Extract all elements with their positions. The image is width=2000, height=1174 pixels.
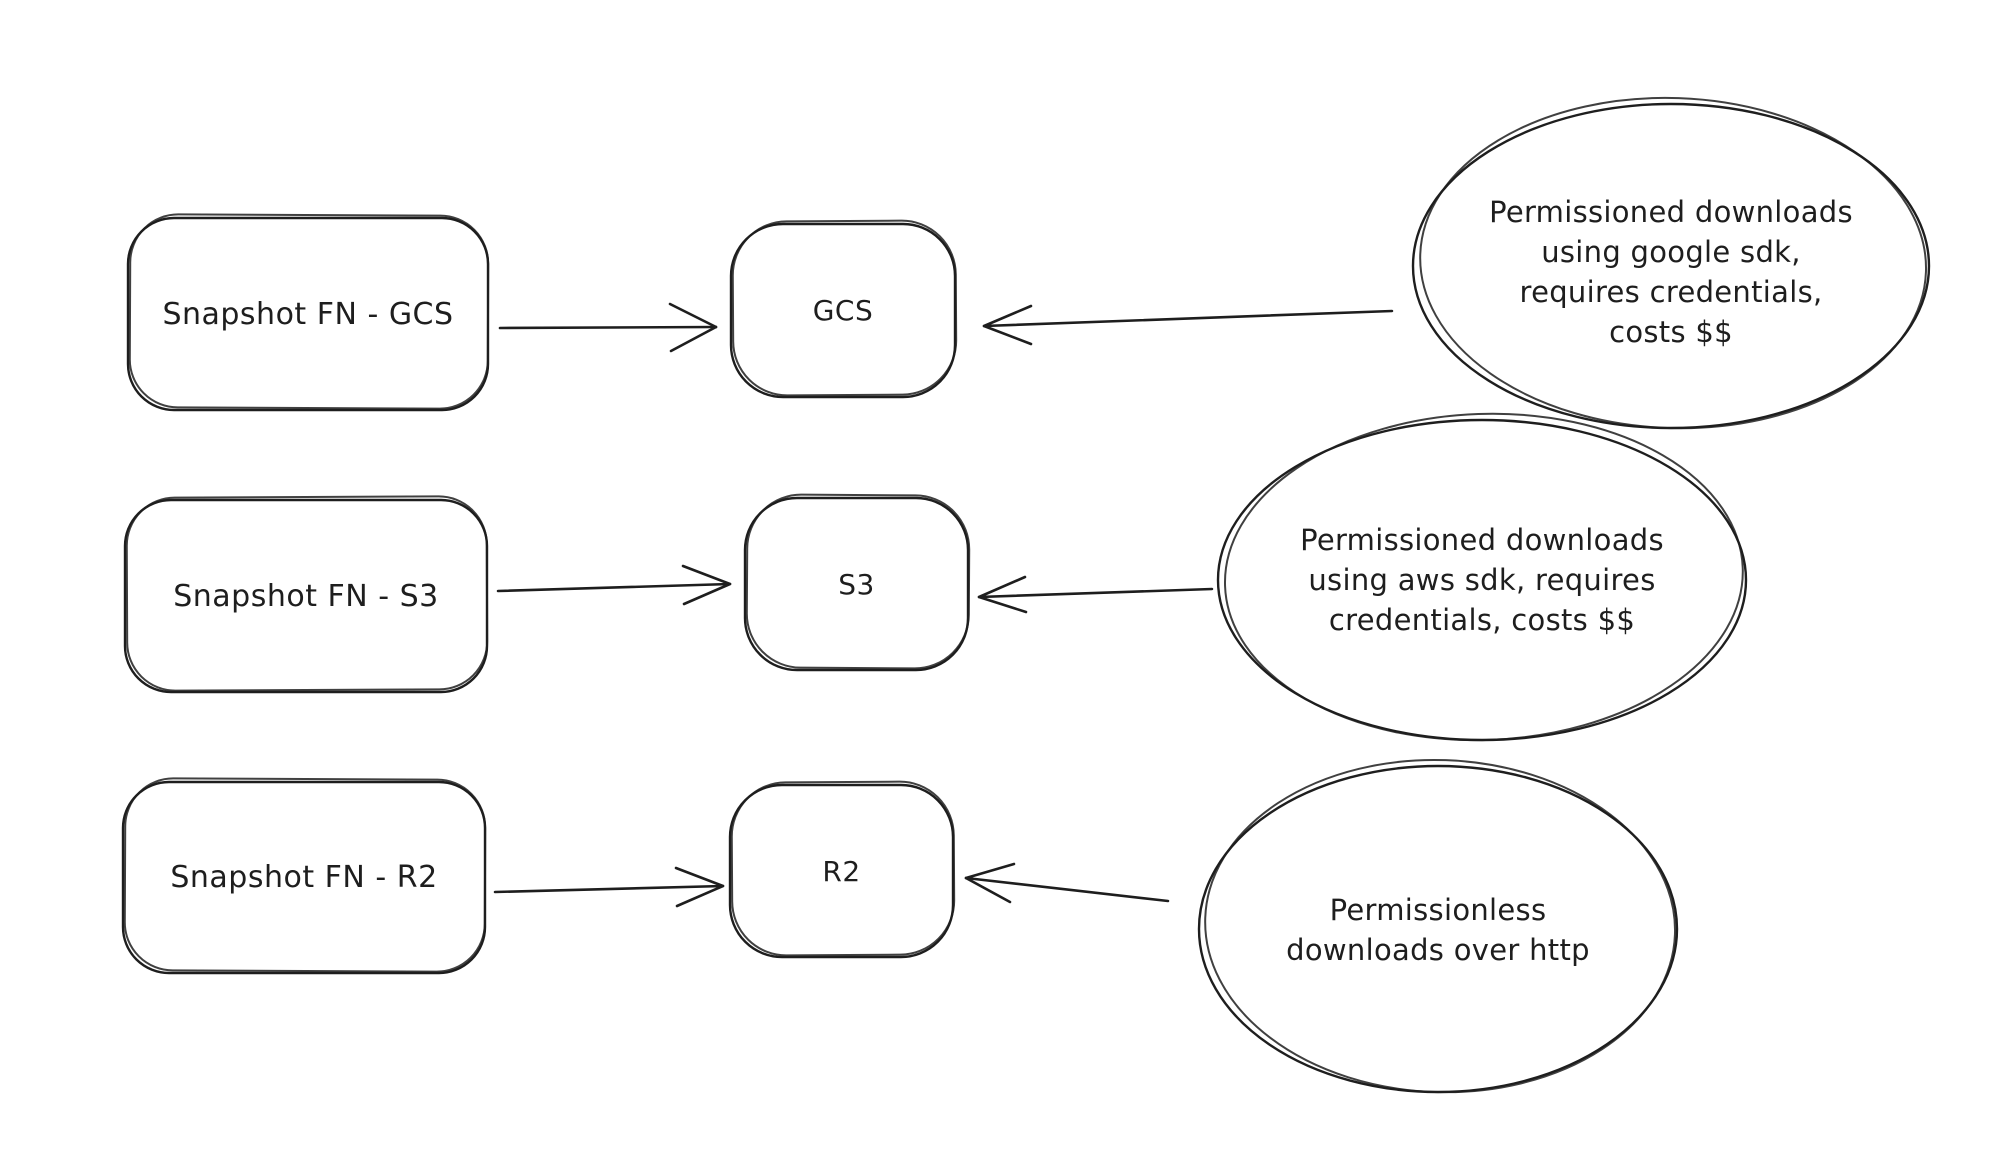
- snapshot-fn-r2-label: Snapshot FN - R2: [170, 860, 438, 895]
- gcs-label: GCS: [812, 294, 874, 327]
- s3-note: Permissioned downloads using aws sdk, re…: [1262, 520, 1702, 640]
- r2-note: Permissionless downloads over http: [1228, 890, 1648, 970]
- arrow-snapshot-to-r2: [493, 866, 725, 908]
- gcs-box: [729, 219, 958, 399]
- s3-note-line: credentials, costs $$: [1328, 603, 1636, 637]
- r2-box: [728, 780, 956, 959]
- s3-label: S3: [838, 567, 875, 601]
- r2-label: R2: [822, 854, 861, 888]
- r2-ellipse: [1197, 758, 1679, 1094]
- s3-box: [743, 493, 971, 672]
- arrow-note-to-gcs: [982, 304, 1394, 346]
- r2-note-line: Permissionless: [1329, 893, 1547, 927]
- s3-ellipse: [1216, 412, 1748, 742]
- arrow-note-to-r2: [964, 862, 1170, 904]
- gcs-note-line: using google sdk,: [1541, 235, 1801, 269]
- snapshot-fn-gcs-label: Snapshot FN - GCS: [162, 296, 454, 332]
- arrow-note-to-s3: [977, 575, 1214, 614]
- s3-note-line: Permissioned downloads: [1300, 523, 1664, 557]
- s3-note-line: using aws sdk, requires: [1308, 563, 1656, 597]
- gcs-note-line: Permissioned downloads: [1489, 195, 1853, 229]
- snapshot-fn-r2-box: [121, 777, 487, 975]
- r2-note-line: downloads over http: [1286, 933, 1590, 967]
- arrow-snapshot-to-s3: [496, 564, 732, 606]
- gcs-note-line: costs $$: [1609, 315, 1733, 349]
- gcs-note: Permissioned downloads using google sdk,…: [1461, 192, 1881, 352]
- snapshot-fn-s3-label: Snapshot FN - S3: [173, 578, 439, 614]
- gcs-ellipse: [1411, 96, 1931, 430]
- snapshot-fn-gcs-box: [126, 213, 490, 412]
- snapshot-fn-s3-box: [123, 495, 489, 694]
- arrow-snapshot-to-gcs: [498, 302, 718, 353]
- gcs-note-line: requires credentials,: [1519, 275, 1823, 309]
